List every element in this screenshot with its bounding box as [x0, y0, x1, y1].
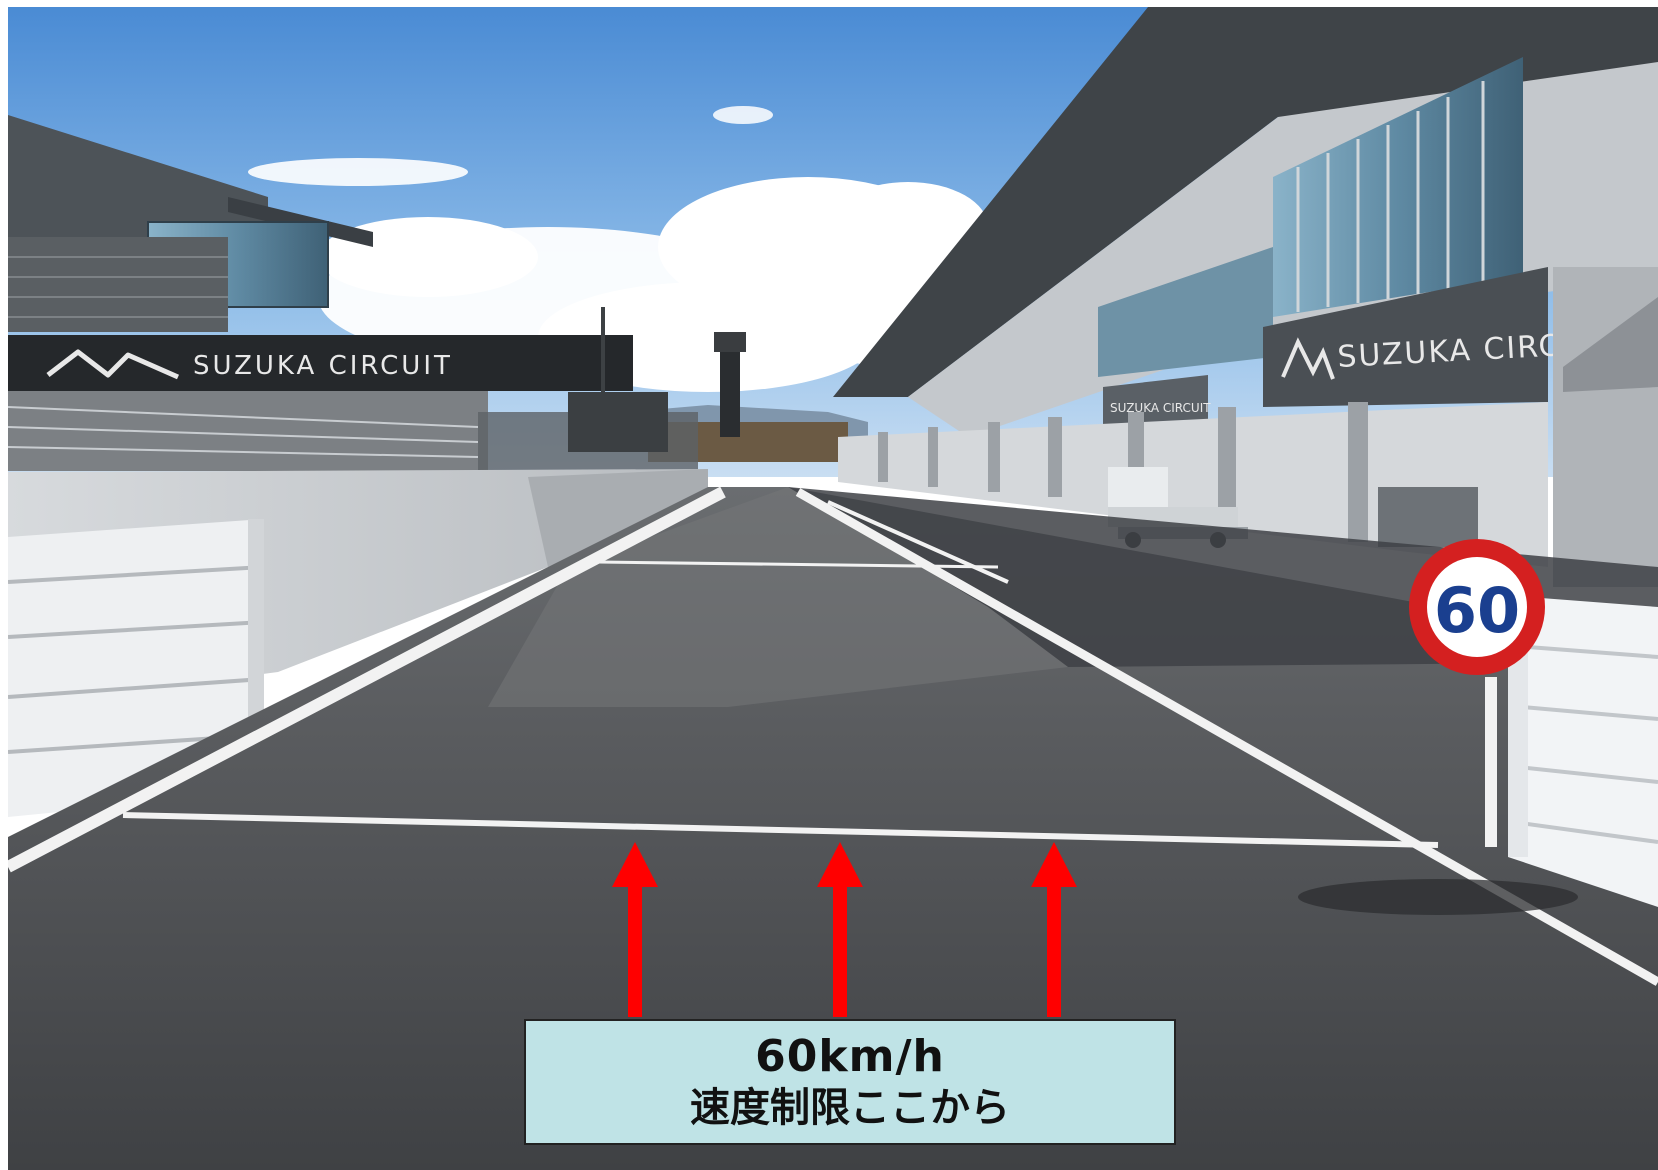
arrow-right-icon	[1031, 842, 1077, 1017]
signal-booth	[568, 392, 668, 452]
pit-lane-photo: SUZUKA CIRCUIT	[8, 7, 1658, 1170]
bridge-sign-text: SUZUKA CIRCUIT	[193, 351, 453, 381]
caption-description: 速度制限ここから	[690, 1085, 1010, 1131]
speed-limit-sign: 60	[1409, 539, 1545, 847]
building-logo-icon	[1281, 337, 1335, 380]
grandstand-roof	[8, 115, 268, 237]
garage-door	[1378, 487, 1478, 547]
red-arrows	[612, 842, 1077, 1017]
arrow-left-icon	[612, 842, 658, 1017]
arrow-center-icon	[817, 842, 863, 1017]
building-sign-small-text: SUZUKA CIRCUIT	[1110, 401, 1211, 415]
pit-garages	[838, 402, 1548, 567]
pit-building-awning	[1563, 297, 1658, 392]
barrier-shadow	[1298, 879, 1578, 915]
garage-pillars	[878, 402, 1368, 542]
photo-frame: SUZUKA CIRCUIT	[8, 7, 1658, 1170]
control-tower	[720, 337, 740, 437]
suzuka-logo-icon	[46, 349, 180, 380]
pit-lane-light-patch	[488, 487, 1068, 707]
glass-mullions	[1296, 81, 1485, 312]
caption-speed: 60km/h	[755, 1031, 945, 1082]
speed-sign-number: 60	[1434, 574, 1520, 647]
glass-facade	[1273, 57, 1523, 317]
stand-railings	[8, 406, 479, 458]
building-sign-band	[1263, 267, 1548, 407]
pit-wall-shadow	[528, 469, 708, 567]
lower-stands	[8, 391, 488, 471]
seat-rows	[8, 256, 228, 318]
control-tower-top	[714, 332, 746, 352]
suzuka-bridge-sign	[8, 335, 633, 391]
glass-facade-lower	[1098, 247, 1273, 377]
speed-limit-caption: 60km/h 速度制限ここから	[524, 1019, 1176, 1145]
